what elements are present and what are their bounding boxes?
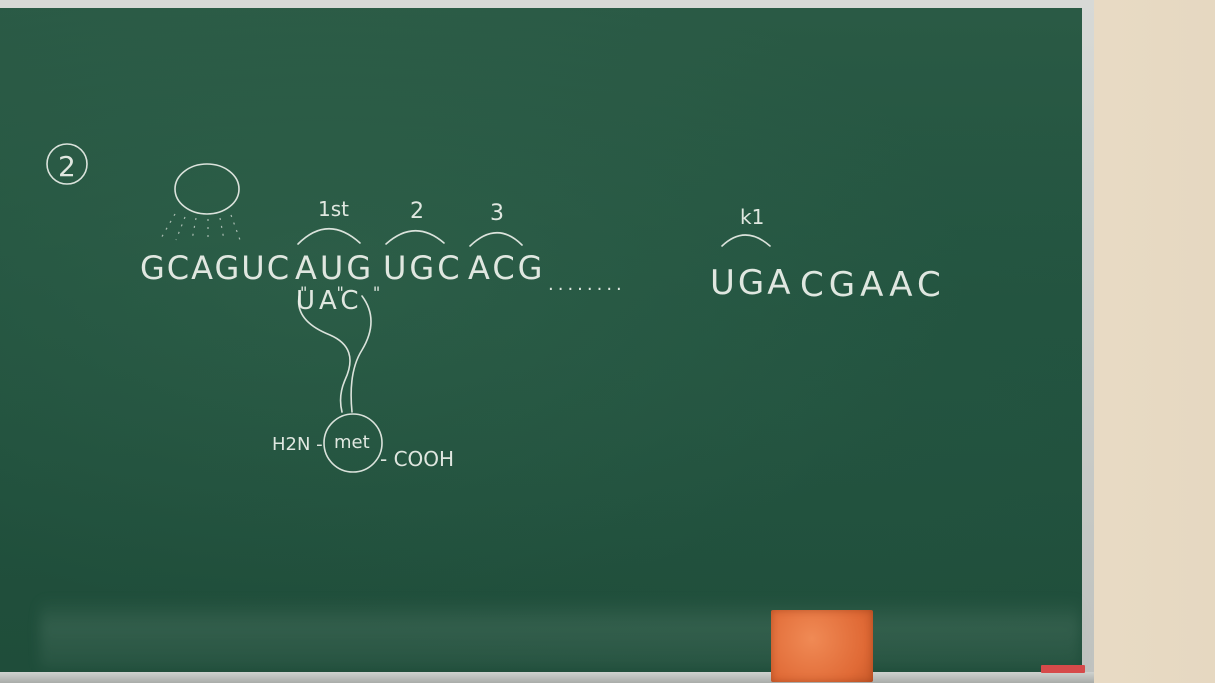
codon-3-arc	[469, 232, 523, 247]
stop-codon-label: k1	[740, 205, 764, 229]
amino-acid-circle	[323, 413, 383, 473]
trna-anticodon: UAC	[296, 286, 363, 316]
codon-3-label: 3	[490, 201, 504, 226]
amino-n-terminus: H2N -	[272, 434, 323, 455]
trna-stem-right	[350, 295, 372, 413]
mrna-left-strand: GCAGUC	[140, 249, 291, 287]
codon-1-arc	[297, 228, 361, 245]
board-eraser[interactable]	[771, 610, 873, 682]
chalk-tray	[0, 672, 1094, 683]
trna-stem-left	[297, 291, 351, 413]
eraser-smudge	[40, 598, 1080, 668]
red-label-tag	[1041, 665, 1085, 673]
ribosome-oval	[174, 163, 240, 215]
codon-1-seq: AUG	[295, 249, 374, 287]
stop-codon-arc	[721, 234, 771, 247]
chalkboard	[0, 8, 1082, 672]
base-pair-marks: " " "	[300, 283, 392, 302]
codon-3-seq: ACG	[468, 249, 545, 287]
codon-1-label: 1st	[318, 197, 349, 221]
codon-2-seq: UGC	[383, 249, 463, 287]
stop-codon-seq: UGA	[710, 263, 794, 303]
mrna-right-strand: CGAAC	[800, 265, 946, 305]
strand-continuation: ........	[548, 274, 626, 295]
step-number: 2	[58, 150, 76, 183]
codon-2-label: 2	[410, 199, 424, 224]
amino-c-terminus: - COOH	[380, 447, 454, 471]
step-circle	[46, 143, 88, 185]
ribosome-dashes	[159, 213, 241, 241]
amino-acid-name: met	[334, 432, 370, 453]
codon-2-arc	[385, 230, 445, 245]
